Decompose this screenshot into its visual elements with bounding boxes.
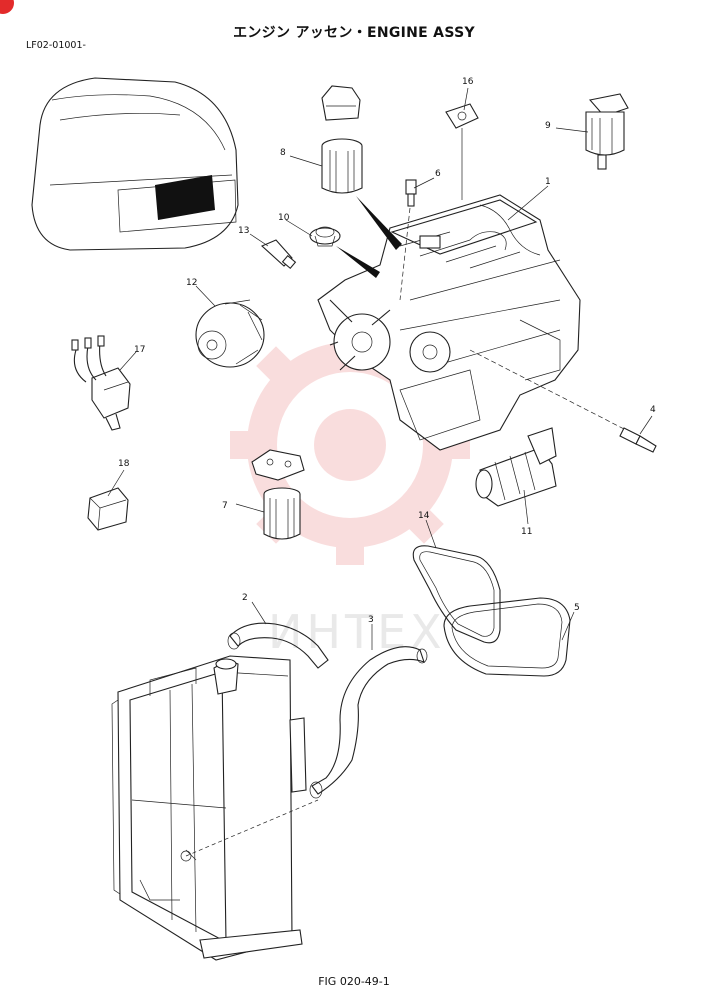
callout-8: 8 [280,148,286,158]
upper-hose-part [227,622,329,669]
callout-2: 2 [242,593,248,603]
pointer-wedge [336,246,380,278]
relay-harness-part [71,335,131,431]
callout-16: 16 [462,77,474,87]
callout-14: 14 [418,511,430,521]
temperature-sender-part [260,239,297,270]
callout-4: 4 [650,405,656,415]
v-belt-part [443,597,571,677]
watermark-text: ИНТЕХ [268,605,446,659]
thermostat-part [309,226,341,247]
callout-17: 17 [134,345,145,355]
callout-10: 10 [278,213,290,223]
callout-12: 12 [186,278,197,288]
gasket-part [445,103,479,129]
callout-18: 18 [118,459,130,469]
callout-3: 3 [368,615,374,625]
alternator-part [195,299,265,368]
radiator-part [111,655,319,961]
figure-label: FIG 020-49-1 [318,975,390,988]
callout-11: 11 [521,527,532,537]
glow-plug-part [619,427,657,453]
page-title: エンジン アッセン・ENGINE ASSY [233,25,475,41]
thermostat-housing-part [321,85,361,121]
callout-7: 7 [222,501,228,511]
callout-6: 6 [435,169,441,179]
callout-1: 1 [545,177,551,187]
pointer-wedge [356,196,402,250]
oil-filter-part [321,138,363,194]
engine-hood-part [31,77,239,251]
pressure-sensor-part [405,179,417,207]
callout-13: 13 [238,226,249,236]
lower-hose-part [309,646,428,799]
corner-logo-mark [0,0,14,14]
model-code: LF02-01001- [26,40,86,51]
engine-block-part [317,194,581,451]
callout-numbers: 1 2 3 4 5 6 7 8 9 10 11 12 13 14 16 17 1… [118,77,656,625]
starter-motor-part [475,427,557,507]
secondary-filter-part [263,487,301,540]
fuel-pump-part [251,449,305,481]
callout-5: 5 [574,603,580,613]
leader-lines [107,87,653,650]
fuel-filter-part [585,93,629,170]
callout-9: 9 [545,121,551,131]
relay-part [87,487,129,531]
